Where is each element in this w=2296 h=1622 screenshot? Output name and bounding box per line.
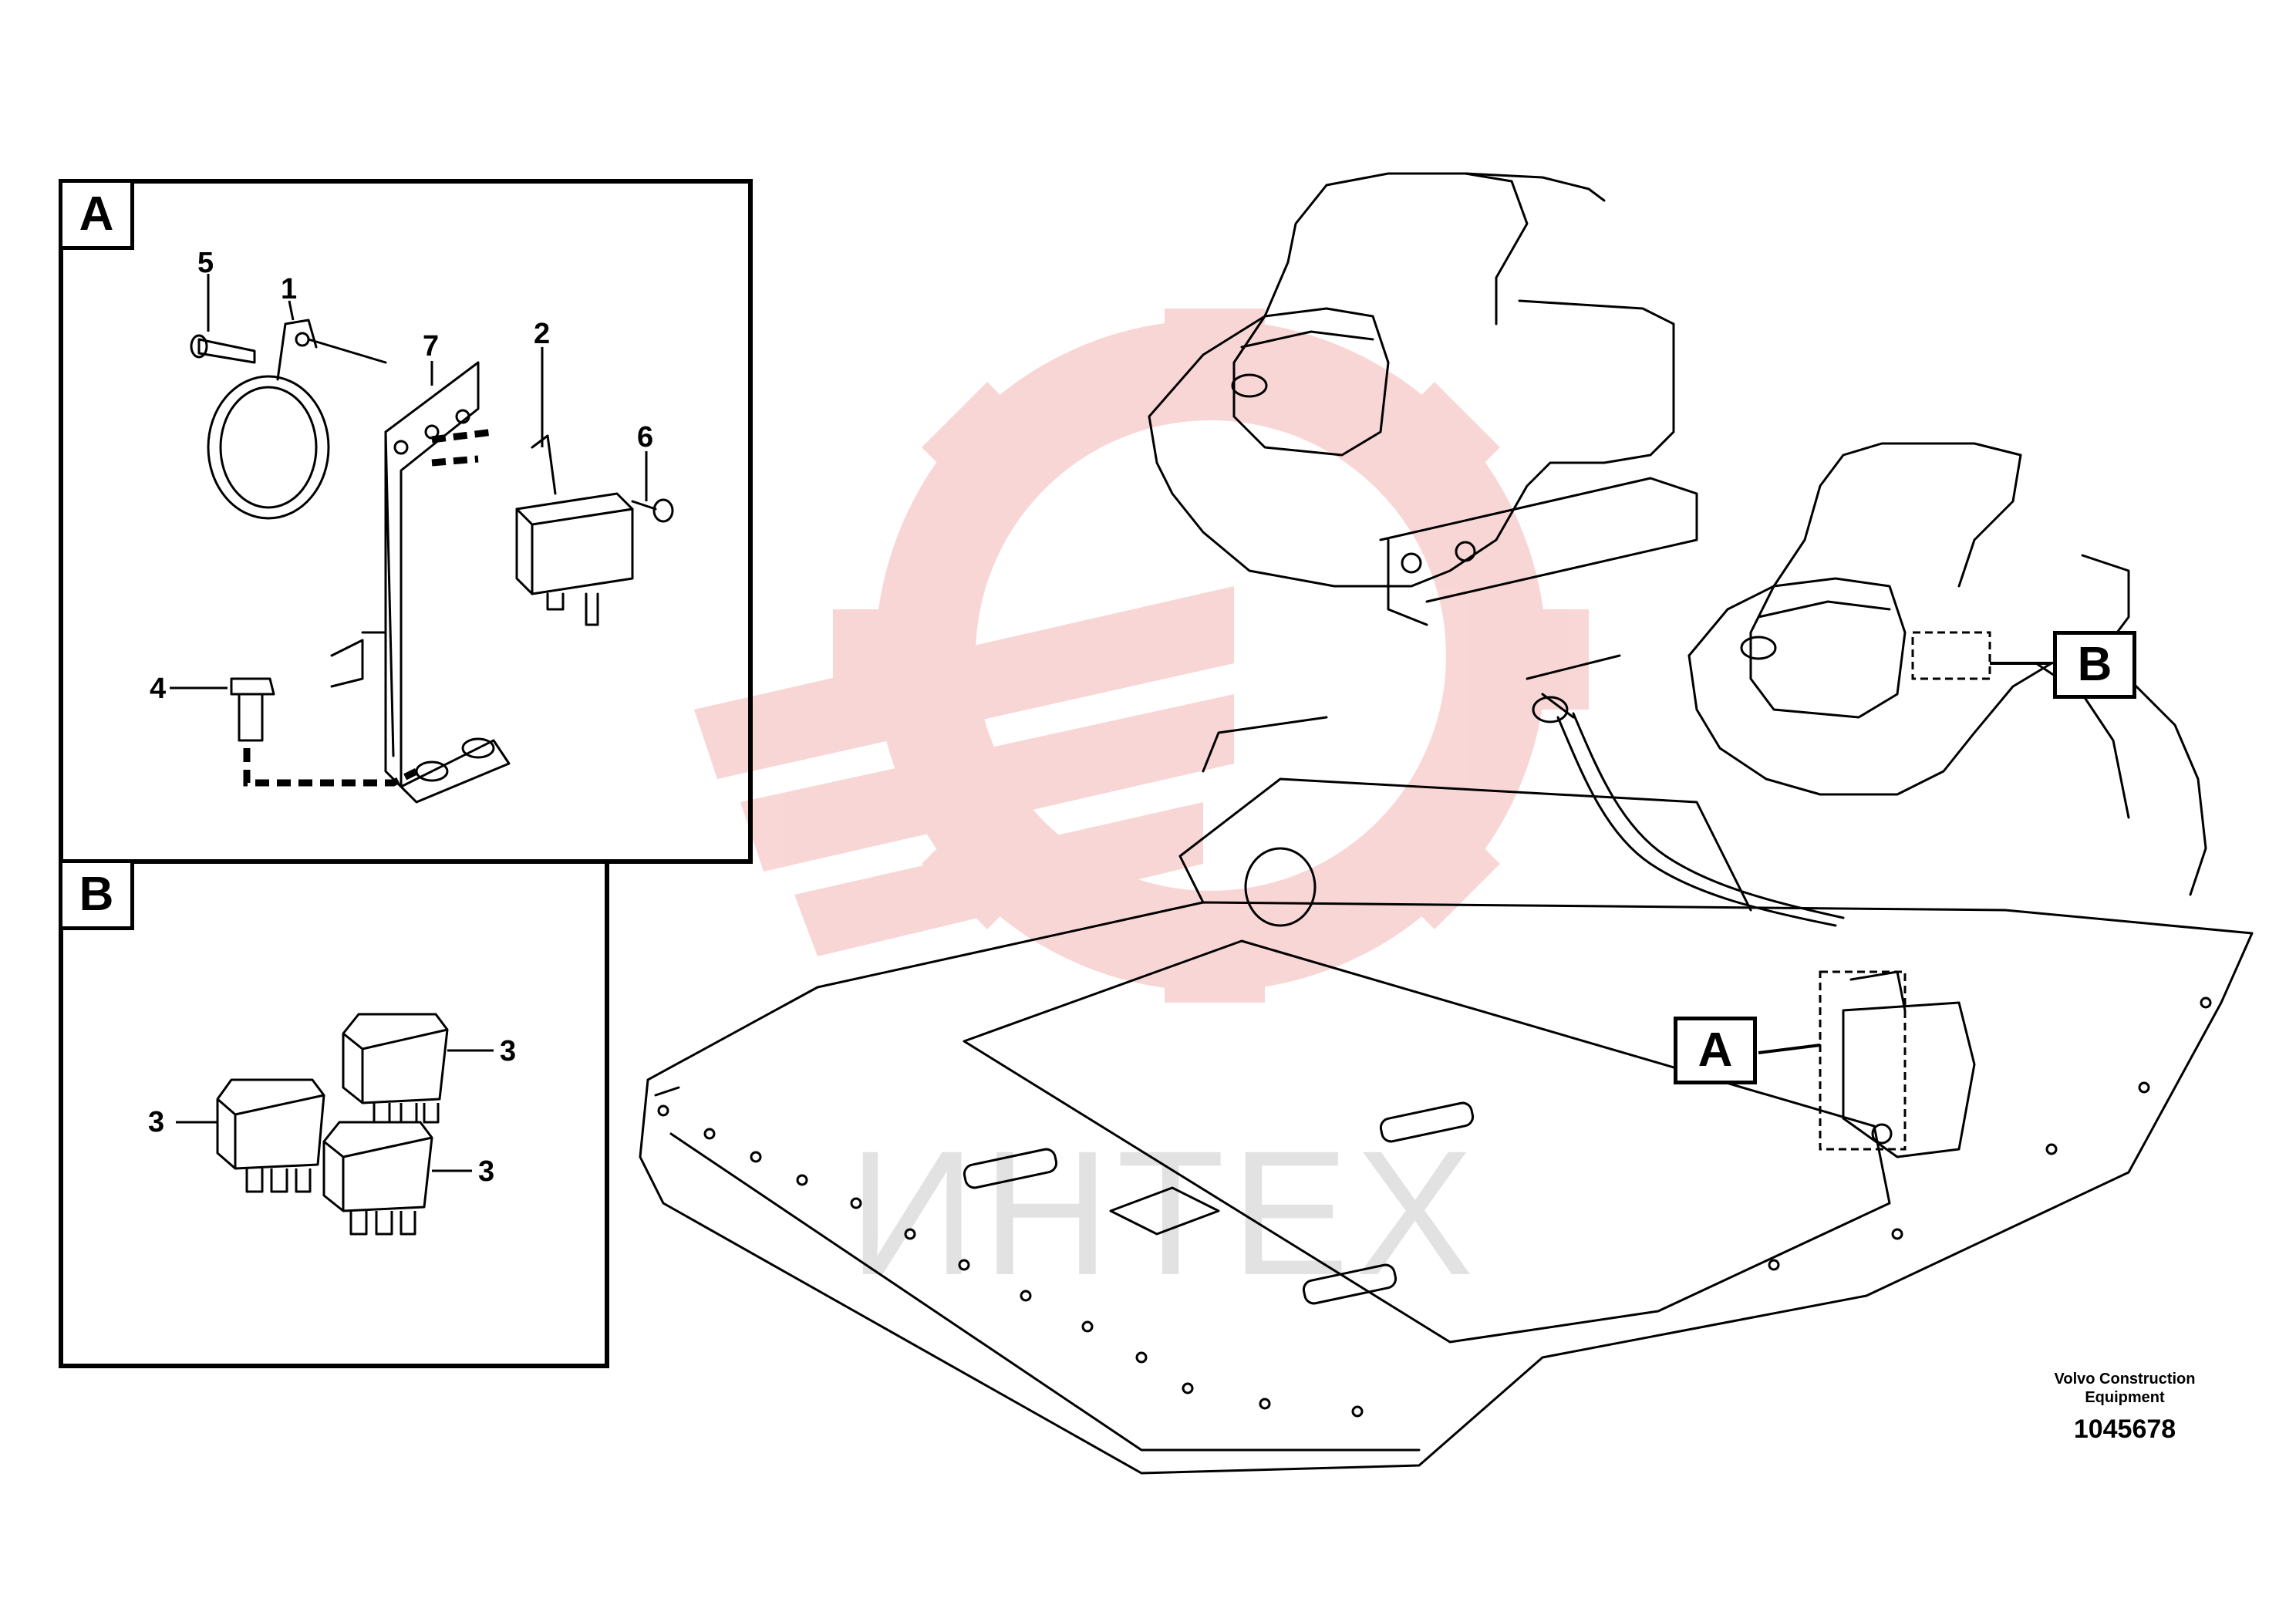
clamp-1 <box>207 375 330 520</box>
label-3-left: 3 <box>148 1106 165 1138</box>
detail-b-tag: B <box>59 859 134 930</box>
floor-plate <box>639 901 2254 1475</box>
label-3-bottom: 3 <box>478 1155 495 1188</box>
callout-a-tag: A <box>1674 1017 1757 1084</box>
left-console <box>1148 299 1675 588</box>
callout-a-highlight <box>1819 970 1907 1151</box>
brand-block: Volvo Construction Equipment <box>2036 1370 2213 1407</box>
relay-bracket-main <box>1842 1001 1976 1158</box>
watermark-text: ИНТЕХ <box>848 1114 1480 1312</box>
callout-b-tag: B <box>2053 631 2136 699</box>
cover-plate <box>963 939 1891 1344</box>
bolt-5 <box>197 338 256 364</box>
relay-3-left <box>216 1078 325 1193</box>
relay-2 <box>515 492 634 595</box>
label-3-top: 3 <box>500 1035 517 1067</box>
callout-b-highlight <box>1911 631 1991 680</box>
brand-line-1: Volvo Construction <box>2054 1371 2196 1388</box>
detail-b-frame <box>59 859 609 1368</box>
relay-3-top <box>342 1013 449 1124</box>
bolt-4 <box>230 677 275 696</box>
label-7: 7 <box>423 330 440 363</box>
label-4: 4 <box>150 673 167 705</box>
detail-a-tag: A <box>59 179 134 250</box>
bracket-7 <box>384 361 511 804</box>
label-2: 2 <box>534 318 551 350</box>
right-console <box>1687 554 2130 796</box>
label-6: 6 <box>637 421 654 454</box>
label-1: 1 <box>281 273 298 305</box>
document-number: 1045678 <box>2073 1415 2176 1444</box>
brand-line-2: Equipment <box>2085 1389 2165 1406</box>
relay-3-bottom <box>322 1121 433 1236</box>
label-5: 5 <box>197 247 214 279</box>
bolt-6 <box>631 500 657 511</box>
